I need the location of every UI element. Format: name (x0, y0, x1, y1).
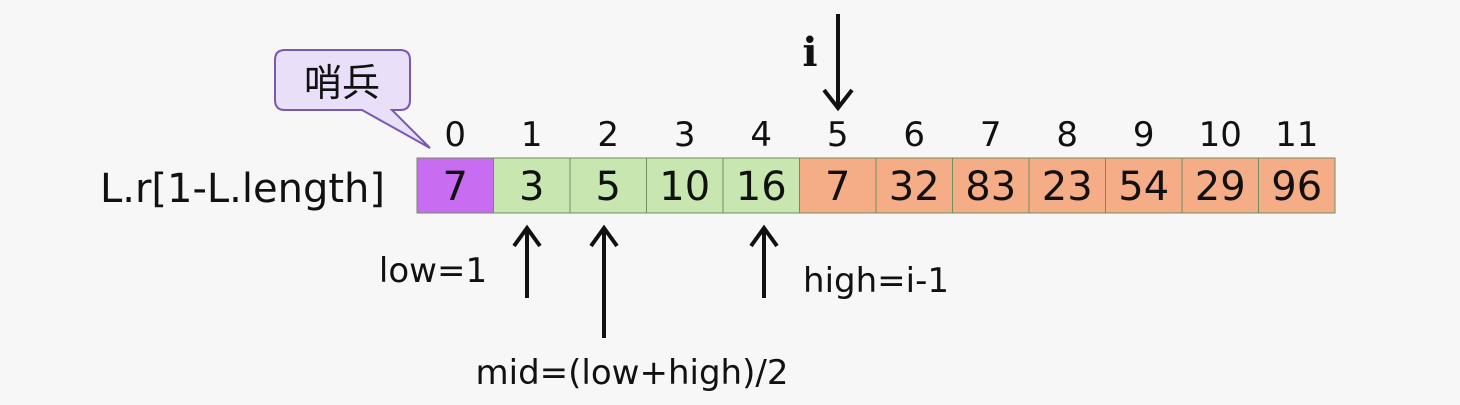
array-cell-box (493, 157, 571, 214)
pointer-mid-arrowhead (589, 224, 619, 248)
array-cell-value: 5 (596, 164, 621, 210)
array-cell-value: 10 (659, 164, 710, 210)
array-cell-10: 29 (1181, 157, 1259, 214)
index-label-10: 10 (1199, 115, 1242, 155)
array-cell-value: 96 (1271, 164, 1322, 210)
array-cell-6: 32 (875, 157, 953, 214)
array-label: L.r[1-L.length] (100, 166, 385, 212)
index-label-2: 2 (597, 115, 619, 155)
array-cell-box (1258, 157, 1336, 214)
array-cell-4: 16 (722, 157, 800, 214)
array-cell-9: 54 (1105, 157, 1183, 214)
pointer-high-arrowhead (749, 224, 779, 248)
index-label-8: 8 (1056, 115, 1078, 155)
sentinel-callout: 哨兵 (274, 49, 431, 149)
array-cell-value: 54 (1118, 164, 1169, 210)
array-cell-value: 7 (443, 164, 468, 210)
array-cell-box (952, 157, 1030, 214)
array-cell-box (1105, 157, 1183, 214)
index-label-1: 1 (521, 115, 543, 155)
array-cell-5: 7 (799, 157, 877, 214)
array-cell-value: 7 (825, 164, 850, 210)
index-label-6: 6 (903, 115, 925, 155)
pointer-low-arrowhead (512, 224, 542, 248)
pointer-i-arrowhead (822, 88, 854, 112)
array-cell-value: 16 (736, 164, 787, 210)
pointer-mid-label: mid=(low+high)/2 (476, 353, 789, 393)
array-cell-box (722, 157, 800, 214)
array-cell-box (875, 157, 953, 214)
array-cell-8: 23 (1028, 157, 1106, 214)
index-label-4: 4 (750, 115, 772, 155)
array-cell-2: 5 (569, 157, 647, 214)
array-cell-box (416, 157, 494, 214)
array-cell-box (799, 157, 877, 214)
index-label-5: 5 (827, 115, 849, 155)
pointer-high: high=i-1 (749, 224, 949, 301)
array-cell-value: 29 (1195, 164, 1246, 210)
pointer-low-label: low=1 (379, 251, 487, 291)
array-cell-value: 32 (889, 164, 940, 210)
array-cell-box (1028, 157, 1106, 214)
pointer-high-label: high=i-1 (803, 261, 949, 301)
array-cells: 7 3 5 10 16 7 32 83 23 54 29 96 (416, 157, 1336, 214)
array-cell-3: 10 (646, 157, 724, 214)
sentinel-label: 哨兵 (304, 61, 380, 105)
index-label-3: 3 (674, 115, 696, 155)
pointer-mid: mid=(low+high)/2 (476, 224, 789, 393)
array-cell-box (646, 157, 724, 214)
index-label-7: 7 (980, 115, 1002, 155)
index-label-0: 0 (444, 115, 466, 155)
array-cell-value: 23 (1042, 164, 1093, 210)
pointer-low: low=1 (379, 224, 542, 298)
array-cell-7: 83 (952, 157, 1030, 214)
array-cell-value: 83 (965, 164, 1016, 210)
index-labels: 0 1 2 3 4 5 6 7 8 9 10 11 (444, 115, 1318, 155)
array-cell-box (569, 157, 647, 214)
array-cell-11: 96 (1258, 157, 1336, 214)
array-cell-1: 3 (493, 157, 571, 214)
array-cell-value: 3 (519, 164, 544, 210)
index-label-11: 11 (1275, 115, 1318, 155)
pointer-i: i (802, 14, 854, 112)
index-label-9: 9 (1133, 115, 1155, 155)
pointer-i-label: i (802, 29, 817, 76)
array-cell-0: 7 (416, 157, 494, 214)
